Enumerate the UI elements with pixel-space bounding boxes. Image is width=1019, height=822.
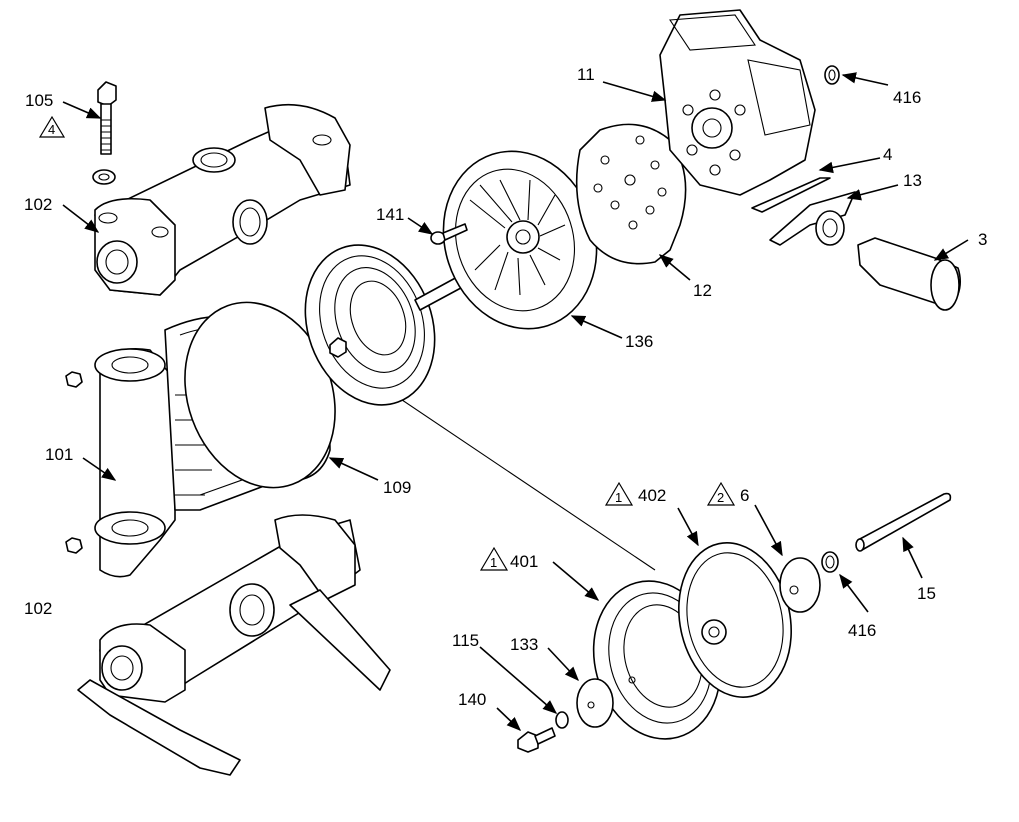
gasket-12 xyxy=(575,123,687,265)
label-102-bottom: 102 xyxy=(24,599,52,618)
svg-text:2: 2 xyxy=(717,490,724,505)
label-13: 13 xyxy=(903,171,922,190)
note-triangle-2: 2 xyxy=(706,481,736,506)
note-triangle-4: 4 xyxy=(38,115,66,138)
label-12: 12 xyxy=(693,281,712,300)
air-valve-housing-11 xyxy=(659,9,816,196)
label-105: 105 xyxy=(25,91,53,110)
bolt-105 xyxy=(92,81,117,185)
valve-13 xyxy=(769,191,856,246)
label-6: 6 xyxy=(740,486,749,505)
label-401: 401 xyxy=(510,552,538,571)
label-3: 3 xyxy=(978,230,987,249)
bottom-manifold xyxy=(77,514,391,776)
diaphragm-402 xyxy=(678,542,792,698)
label-140: 140 xyxy=(458,690,486,709)
label-416-top: 416 xyxy=(893,88,921,107)
diaphragm-center xyxy=(304,244,473,406)
top-manifold xyxy=(94,103,351,296)
seal-416-bottom xyxy=(821,551,839,573)
plate-4 xyxy=(751,177,831,213)
label-402: 402 xyxy=(638,486,666,505)
label-11: 11 xyxy=(577,65,595,84)
label-102-top: 102 xyxy=(24,195,52,214)
note-triangle-1-401: 1 xyxy=(479,546,509,571)
label-416-bottom: 416 xyxy=(848,621,876,640)
label-101: 101 xyxy=(45,445,73,464)
shaft-15 xyxy=(855,492,952,552)
svg-text:1: 1 xyxy=(490,555,497,570)
label-115: 115 xyxy=(452,631,479,650)
seal-416-top xyxy=(824,65,840,85)
label-136: 136 xyxy=(625,332,653,351)
screw-141 xyxy=(430,223,468,245)
air-cover-136 xyxy=(442,150,598,330)
washer-115 xyxy=(555,711,569,729)
plate-133 xyxy=(576,678,614,728)
muffler-3 xyxy=(857,237,961,311)
svg-text:1: 1 xyxy=(615,490,622,505)
label-141: 141 xyxy=(376,205,404,224)
plate-6 xyxy=(779,557,821,613)
svg-text:4: 4 xyxy=(48,122,55,137)
note-triangle-1-402: 1 xyxy=(604,481,634,506)
bolt-140 xyxy=(517,727,556,753)
label-15: 15 xyxy=(917,584,936,603)
label-4: 4 xyxy=(883,145,892,164)
label-133: 133 xyxy=(510,635,538,654)
label-109: 109 xyxy=(383,478,411,497)
leaders xyxy=(62,72,969,731)
